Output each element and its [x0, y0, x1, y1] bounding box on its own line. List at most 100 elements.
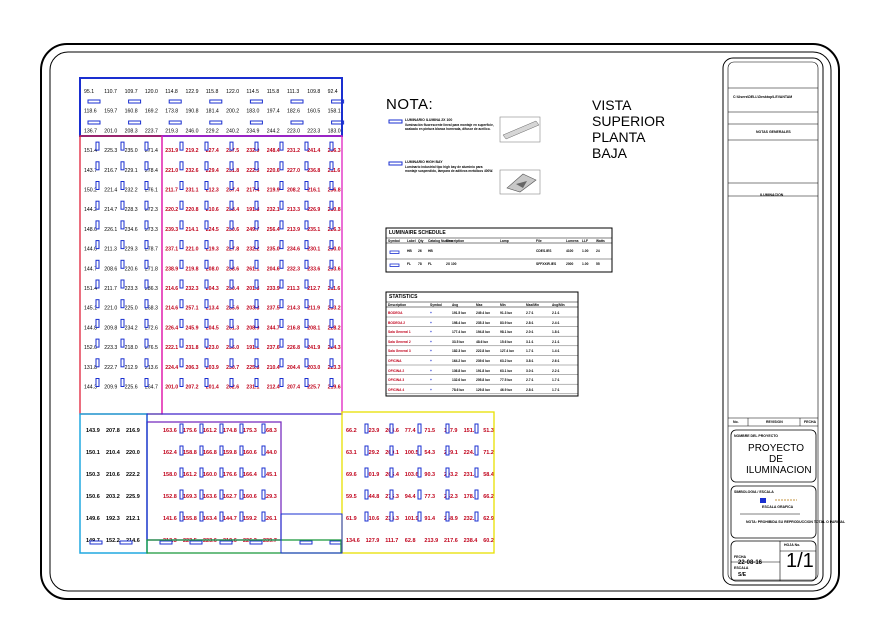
luminaire-symbol — [364, 467, 369, 478]
lux-value: 212.9 — [125, 365, 138, 371]
luminaire-symbol — [179, 358, 184, 368]
lux-value: 226.8 — [287, 345, 300, 351]
disclaimer: NOTA: PROHIBIDA SU REPRODUCCION TOTAL O … — [746, 520, 846, 524]
lux-value: 232.9 — [246, 148, 259, 154]
luminaire-symbol — [229, 181, 234, 190]
table-cell: LLF — [582, 239, 589, 243]
table-cell: + — [430, 368, 432, 373]
table-cell: 3.0:1 — [526, 368, 534, 373]
luminaire-symbol — [179, 445, 184, 456]
lux-value: 211.7 — [165, 188, 178, 194]
lux-value: 144.0 — [263, 450, 277, 456]
table-cell: 15.6 lux — [500, 339, 513, 344]
lux-value: 245.9 — [186, 325, 199, 331]
table-cell: Max/Min — [526, 303, 540, 307]
lux-value: 143.7 — [84, 168, 97, 174]
luminaire-symbol — [204, 240, 209, 250]
lux-value: 238.6 — [226, 266, 239, 272]
luminaire-symbol — [304, 318, 309, 328]
lux-value: 233.6 — [307, 266, 320, 272]
lux-value: 206.3 — [186, 365, 199, 371]
lux-value: 71.5 — [424, 428, 435, 434]
lux-value: 236.8 — [328, 188, 341, 194]
lux-value: 51.3 — [483, 428, 494, 434]
lux-value: 136.7 — [84, 128, 97, 134]
luminaire-symbol — [329, 141, 334, 151]
table-cell: 1.7:1 — [526, 349, 534, 354]
lux-value: 114.8 — [165, 89, 178, 95]
lux-value: 159.7 — [104, 109, 117, 115]
lux-value: 77.4 — [405, 428, 417, 434]
lux-value: 191.1 — [246, 345, 259, 351]
lux-value: 201.0 — [104, 128, 117, 134]
luminaire-symbol — [254, 299, 259, 309]
lux-value: 168.3 — [263, 428, 277, 434]
lux-value: 159.8 — [223, 450, 237, 456]
lux-value: 234.2 — [125, 325, 138, 331]
table-cell: Label — [407, 239, 416, 243]
lux-value: 151.4 — [84, 148, 97, 154]
luminaire-symbol — [120, 259, 125, 269]
lux-value: 237.5 — [226, 148, 239, 154]
table-cell: 2.1:1 — [552, 339, 560, 344]
table-cell: 164.2 lux — [452, 359, 466, 363]
lux-value: 238.4 — [464, 538, 479, 544]
view-title: VISTA SUPERIOR PLANTA BAJA — [592, 97, 666, 161]
luminaire-symbol — [279, 220, 284, 230]
table-cell: Lumens — [566, 239, 579, 243]
lux-value: 120.0 — [145, 89, 158, 95]
project-name: PROYECTO DE ILUMINACION — [746, 443, 812, 476]
table-cell: 77.5 lux — [500, 378, 513, 383]
luminaire-symbol — [128, 99, 142, 104]
table-cell: 3.1:1 — [526, 339, 534, 344]
lux-value: 207.4 — [287, 385, 300, 391]
rev-date-header: FECHA — [804, 420, 817, 424]
lux-value: 211.9 — [307, 306, 320, 312]
lux-value: 268.9 — [444, 516, 458, 522]
lux-value: 229.4 — [206, 168, 219, 174]
lux-value: 262.3 — [444, 494, 458, 500]
luminaire-symbol — [304, 240, 309, 250]
lux-value: 228.3 — [125, 207, 138, 213]
luminaire-symbol — [229, 318, 234, 328]
luminaire-symbol — [254, 358, 259, 368]
lux-value: 212.1 — [126, 516, 140, 522]
lux-value: 232.2 — [246, 247, 259, 253]
lux-value: 117.9 — [444, 428, 457, 434]
lux-value: 221.0 — [104, 306, 117, 312]
lux-value: 129.3 — [263, 494, 277, 500]
luminaire-symbol — [229, 358, 234, 368]
lux-value: 231.9 — [165, 148, 178, 154]
luminaire-symbol — [168, 99, 182, 104]
lux-value: 109.8 — [307, 89, 320, 95]
lux-value: 151.4 — [84, 286, 97, 292]
luminaire-symbol — [144, 161, 149, 171]
lux-value: 227.8 — [226, 247, 239, 253]
lux-value: 152.8 — [163, 494, 177, 500]
lux-value: 225.7 — [307, 385, 320, 391]
luminaire-symbol — [279, 279, 284, 289]
lux-value: 209.8 — [104, 325, 117, 331]
luminaire-symbol — [329, 279, 334, 289]
table-cell: + — [430, 349, 432, 354]
lux-value: 231.1 — [186, 188, 199, 194]
lux-value: 66.2 — [483, 494, 494, 500]
lux-value: 231.8 — [186, 345, 199, 351]
lux-value: 225.0 — [125, 306, 138, 312]
lux-value: 145.1 — [84, 306, 97, 312]
luminaire-symbol — [179, 511, 184, 522]
table-cell: Catalog Number — [428, 239, 454, 243]
table-cell: 2.8:1 — [526, 320, 534, 325]
lux-value: 114.5 — [246, 89, 259, 95]
lux-value: 235.1 — [307, 227, 320, 233]
lux-value: 211.3 — [287, 286, 300, 292]
lux-value: 223.0 — [206, 345, 219, 351]
luminaire-symbol — [179, 338, 184, 348]
table-cell: Sala General 2 — [388, 339, 411, 344]
sheet-outer-frame — [40, 43, 840, 600]
lux-value: 63.1 — [346, 450, 357, 456]
table-cell: 63.2 lux — [500, 359, 513, 363]
statistics-title: STATISTICS — [389, 294, 418, 300]
luminaire-symbol — [144, 279, 149, 289]
